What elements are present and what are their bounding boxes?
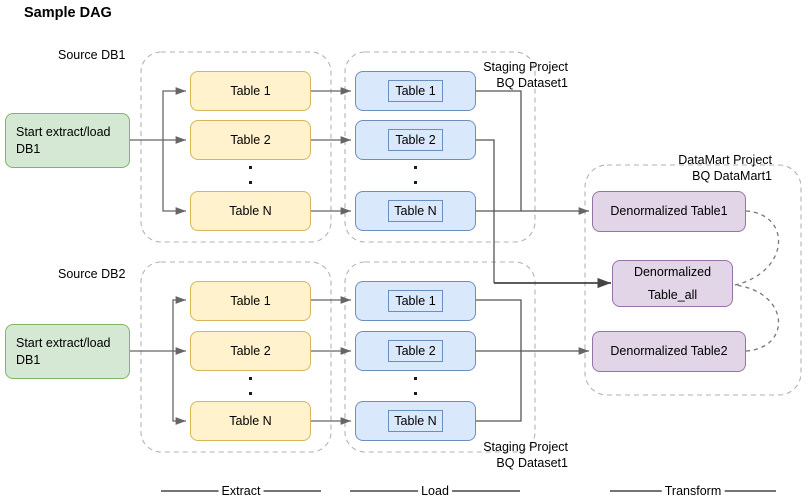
load-table-row2-n[interactable] (355, 401, 476, 441)
staging-label-bottom: Staging Project BQ Dataset1 (483, 440, 568, 470)
extract-table-row1-2[interactable]: Table 2 (190, 120, 311, 160)
denormalized-table-all-line2: Table_all (647, 287, 698, 302)
page-title: Sample DAG (24, 5, 112, 21)
denormalized-table1[interactable]: Denormalized Table1 (592, 191, 746, 232)
load-table-row2-n-inner: Table N (388, 410, 443, 432)
datamart-project-label: DataMart Project BQ DataMart1 (678, 153, 772, 183)
staging-label-top: Staging Project BQ Dataset1 (483, 60, 568, 90)
edge-start2-to-t1 (172, 296, 186, 351)
denormalized-table2[interactable]: Denormalized Table2 (592, 331, 746, 372)
ellipsis-dot (414, 166, 417, 169)
ellipsis-dot (414, 181, 417, 184)
source-db1-label: Source DB1 (58, 48, 126, 62)
denormalized-table-all-line1: Denormalized (633, 264, 712, 279)
extract-table-row2-n[interactable]: Table N (190, 401, 311, 441)
ellipsis-dot (414, 392, 417, 395)
edge-start2-to-tn (172, 351, 186, 425)
extract-table-row2-2[interactable]: Table 2 (190, 331, 311, 371)
extract-table-row1-1[interactable]: Table 1 (190, 71, 311, 111)
phase-label-transform: Transform (661, 484, 725, 498)
edge-loadn-row2-up (475, 351, 522, 422)
datamart-container (584, 164, 802, 396)
load-container-row2 (344, 261, 536, 453)
edge-start1-to-t1 (162, 87, 186, 140)
extract-container-row1 (140, 51, 332, 243)
load-table-row1-1-inner: Table 1 (388, 80, 443, 102)
ellipsis-dot (249, 166, 252, 169)
start-node-db1[interactable]: Start extract/load DB1 (5, 113, 130, 168)
edge-load1-down (475, 90, 522, 211)
load-container-row1 (344, 51, 536, 243)
denormalized-table-all[interactable]: Denormalized Table_all (612, 260, 733, 307)
ellipsis-dot (249, 181, 252, 184)
phase-label-load: Load (418, 484, 452, 498)
load-table-row2-2-inner: Table 2 (388, 340, 443, 362)
extract-table-row1-n[interactable]: Table N (190, 191, 311, 231)
edge-dn1-to-all (734, 210, 780, 286)
start-node-db2[interactable]: Start extract/load DB1 (5, 324, 130, 379)
extract-table-row2-1[interactable]: Table 1 (190, 281, 311, 321)
phase-label-extract: Extract (218, 484, 264, 498)
ellipsis-dot (249, 377, 252, 380)
load-table-row1-n-inner: Table N (388, 200, 443, 222)
source-db2-label: Source DB2 (58, 267, 126, 281)
extract-container-row2 (140, 261, 332, 453)
ellipsis-dot (414, 377, 417, 380)
edge-start1-to-tn (162, 140, 186, 215)
load-table-row2-1-inner: Table 1 (388, 290, 443, 312)
load-table-row1-2-inner: Table 2 (388, 129, 443, 151)
load-table-row1-2[interactable] (355, 120, 476, 160)
edge-load1-row2-down (475, 299, 522, 351)
edge-dn2-to-all (734, 284, 780, 352)
edge-load2-down (475, 139, 495, 283)
ellipsis-dot (249, 392, 252, 395)
